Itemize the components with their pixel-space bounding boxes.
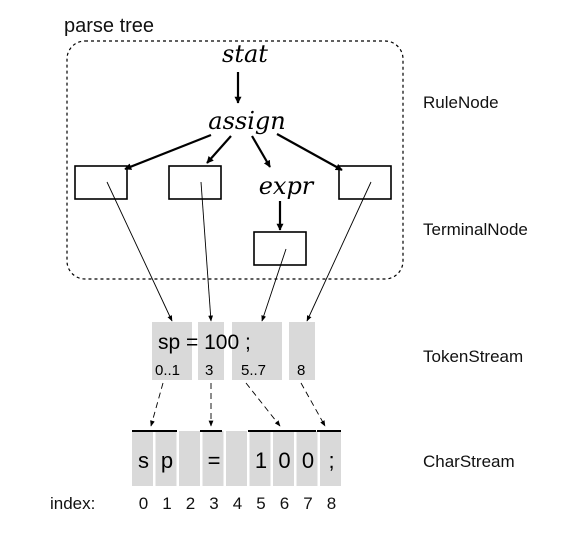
token-box-eq — [198, 322, 224, 380]
char-cell-2 — [179, 431, 200, 486]
token-range-0: 0..1 — [155, 362, 180, 379]
index-3: 3 — [209, 494, 218, 513]
edge-assign-expr — [251, 135, 271, 168]
terminal-node-eq — [168, 165, 222, 200]
char-1: p — [161, 448, 173, 473]
edge-token-100-char — [245, 382, 281, 427]
edge-token-semi-char — [300, 382, 326, 427]
index-label: index: — [50, 494, 95, 513]
expr-node: expr — [259, 172, 315, 200]
char-stream-label: CharStream — [423, 452, 515, 471]
edge-assign-semi — [276, 133, 343, 171]
parse-tree-title: parse tree — [64, 15, 154, 37]
char-3: = — [208, 448, 221, 473]
parse-tree-boundary — [66, 40, 404, 280]
assign-node: assign — [208, 107, 285, 135]
token-box-sp — [152, 322, 192, 380]
edge-assign-eq — [206, 135, 232, 164]
char-cell-0 — [132, 431, 153, 486]
token-stream: sp = 100 ; 0..1 3 5..7 8 — [152, 322, 315, 380]
edge-assign-sp — [124, 133, 212, 171]
tree-edges — [124, 72, 343, 231]
token-range-2: 5..7 — [241, 362, 266, 379]
edge-terminal-semi-token — [306, 181, 372, 322]
token-stream-text: sp = 100 ; — [158, 331, 251, 354]
token-to-char-edges — [150, 382, 326, 427]
char-cell-8 — [320, 431, 341, 486]
char-cell-5 — [249, 431, 271, 486]
index-7: 7 — [303, 494, 312, 513]
index-6: 6 — [280, 494, 289, 513]
char-8: ; — [328, 448, 334, 473]
terminal-to-token-edges — [106, 181, 372, 322]
token-range-3: 8 — [297, 362, 305, 379]
terminal-node-100 — [253, 231, 307, 266]
edge-terminal-sp-token — [106, 181, 173, 322]
edge-token-sp-char — [150, 382, 164, 427]
token-box-semi — [289, 322, 315, 380]
rule-node-label: RuleNode — [423, 93, 499, 112]
char-cell-1 — [155, 431, 177, 486]
char-cell-4 — [226, 431, 247, 486]
token-stream-label: TokenStream — [423, 347, 523, 366]
char-0: s — [138, 448, 149, 473]
index-0: 0 — [139, 494, 148, 513]
index-5: 5 — [256, 494, 265, 513]
index-2: 2 — [186, 494, 195, 513]
stat-node: stat — [222, 40, 268, 68]
edge-terminal-100-token — [261, 248, 287, 322]
char-7: 0 — [302, 448, 314, 473]
terminal-node-semi — [338, 165, 392, 200]
edge-terminal-eq-token — [200, 181, 214, 322]
index-8: 8 — [327, 494, 336, 513]
token-range-1: 3 — [205, 362, 213, 379]
char-6: 0 — [278, 448, 290, 473]
char-cell-3 — [202, 431, 224, 486]
index-1: 1 — [162, 494, 171, 513]
terminal-node-sp — [74, 165, 128, 200]
char-cell-7 — [296, 431, 318, 486]
terminal-node-label: TerminalNode — [423, 220, 528, 239]
char-cell-6 — [273, 431, 294, 486]
token-box-100 — [232, 322, 282, 380]
char-5: 1 — [255, 448, 267, 473]
index-4: 4 — [233, 494, 242, 513]
